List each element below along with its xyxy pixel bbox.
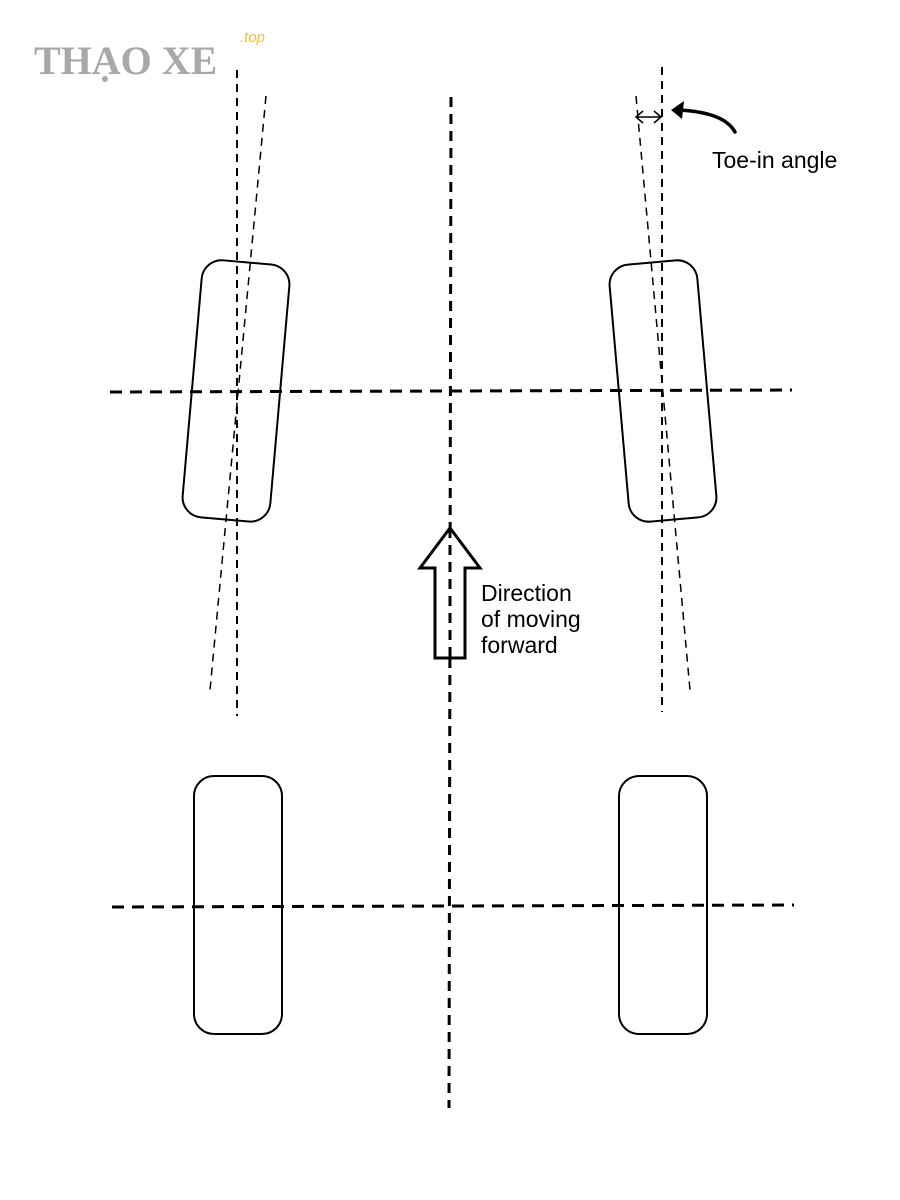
front-right-wheel [608, 259, 718, 523]
rear-right-wheel [618, 775, 708, 1035]
direction-label-line2: of moving [481, 606, 581, 632]
direction-label-line3: forward [481, 632, 558, 658]
angle-arrowhead-left-icon [634, 110, 644, 124]
angle-arrowhead-right-icon [653, 110, 663, 124]
front-left-toe-line [209, 95, 267, 691]
toe-in-angle-indicator [634, 101, 737, 134]
front-right-toe-line [635, 95, 691, 691]
logo-suffix: .top [240, 29, 265, 46]
logo-text: THẠO XE [34, 38, 217, 83]
logo: THẠO XE .top [34, 29, 265, 83]
center-axis-line [447, 96, 453, 1109]
direction-arrow-icon [417, 525, 483, 660]
pointer-curved-arrow [676, 108, 737, 134]
pointer-arrowhead-icon [671, 101, 684, 119]
toe-in-label: Toe-in angle [712, 147, 837, 173]
rear-axle-line [111, 903, 795, 909]
front-left-wheel [181, 259, 291, 523]
front-axle-line [109, 388, 793, 394]
direction-label-line1: Direction [481, 580, 572, 606]
rear-left-wheel [193, 775, 283, 1035]
